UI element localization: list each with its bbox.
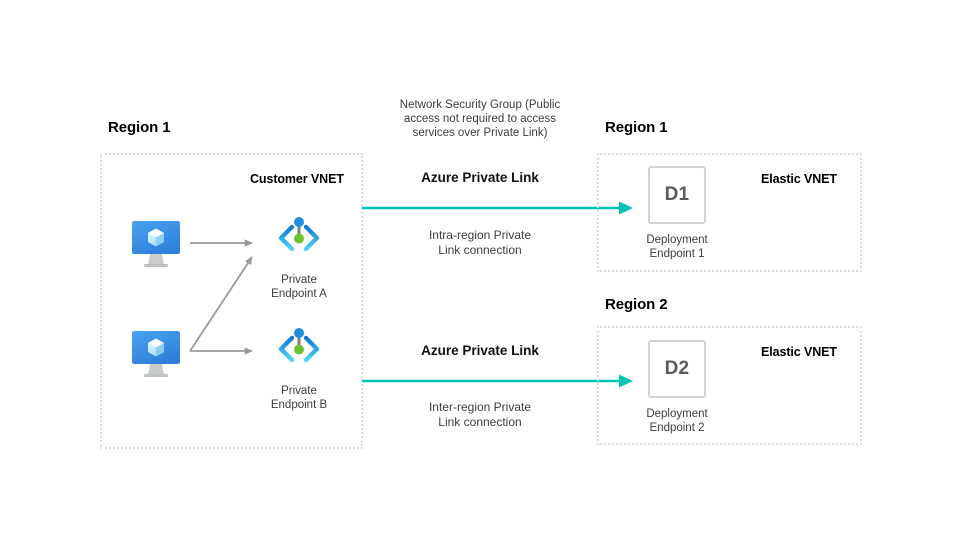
vm-to-endpoint-arrows [189, 225, 320, 370]
elastic-vnet-1-label: Elastic VNET [761, 172, 837, 186]
deployment-endpoint-1-code: D1 [664, 184, 690, 205]
deployment-endpoint-2-caption: Deployment Endpoint 2 [646, 408, 708, 434]
customer-vnet-box [100, 153, 363, 449]
right-region-1-label: Region 1 [605, 119, 668, 136]
elastic-vnet-2-label: Elastic VNET [761, 345, 837, 359]
left-region-label: Region 1 [108, 119, 171, 136]
deployment-endpoint-1-caption: Deployment Endpoint 1 [646, 234, 708, 260]
top-private-link-title: Azure Private Link [421, 170, 539, 185]
elastic-vnet-1-box [597, 153, 862, 272]
right-region-2-label: Region 2 [605, 296, 668, 313]
right-arrow-icon [362, 200, 637, 216]
private-endpoint-icon [275, 214, 323, 262]
customer-vnet-label: Customer VNET [250, 172, 344, 186]
deployment-endpoint-2-box: D2 [648, 340, 706, 398]
private-endpoint-icon [275, 325, 323, 373]
network-security-group-note: Network Security Group (Public access no… [399, 99, 561, 139]
bottom-private-link-title: Azure Private Link [421, 343, 539, 358]
endpoint-b-caption: Private Endpoint B [270, 385, 328, 411]
azure-vm-icon [131, 220, 181, 268]
deployment-endpoint-2-code: D2 [664, 358, 690, 379]
right-arrow-icon [362, 373, 637, 389]
bottom-private-link-subtitle: Inter-region Private Link connection [428, 400, 532, 429]
top-private-link-subtitle: Intra-region Private Link connection [428, 228, 532, 257]
azure-vm-icon [131, 330, 181, 378]
deployment-endpoint-1-box: D1 [648, 166, 706, 224]
elastic-vnet-2-box [597, 326, 862, 445]
endpoint-a-caption: Private Endpoint A [271, 274, 327, 300]
